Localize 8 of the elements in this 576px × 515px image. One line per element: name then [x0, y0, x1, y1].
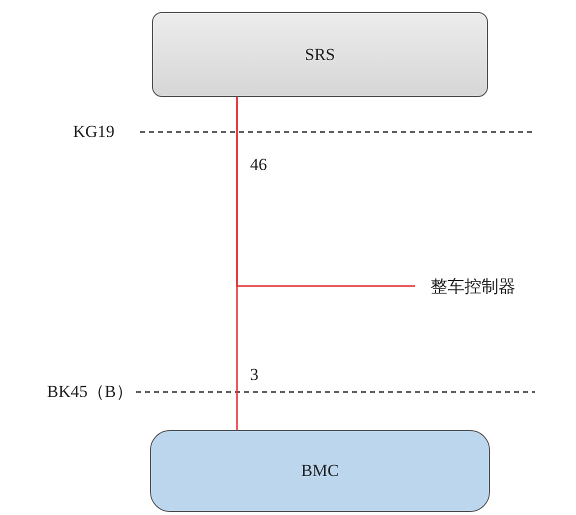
- pin-number: 3: [250, 365, 258, 385]
- connector-label: KG19: [73, 122, 115, 142]
- wire: [236, 97, 238, 430]
- module-label: 整车控制器: [418, 274, 528, 298]
- module-box: BMC: [150, 430, 490, 512]
- connector-label: BK45（B）: [47, 382, 133, 402]
- module-box: SRS: [152, 12, 488, 97]
- pin-number: 46: [250, 155, 267, 175]
